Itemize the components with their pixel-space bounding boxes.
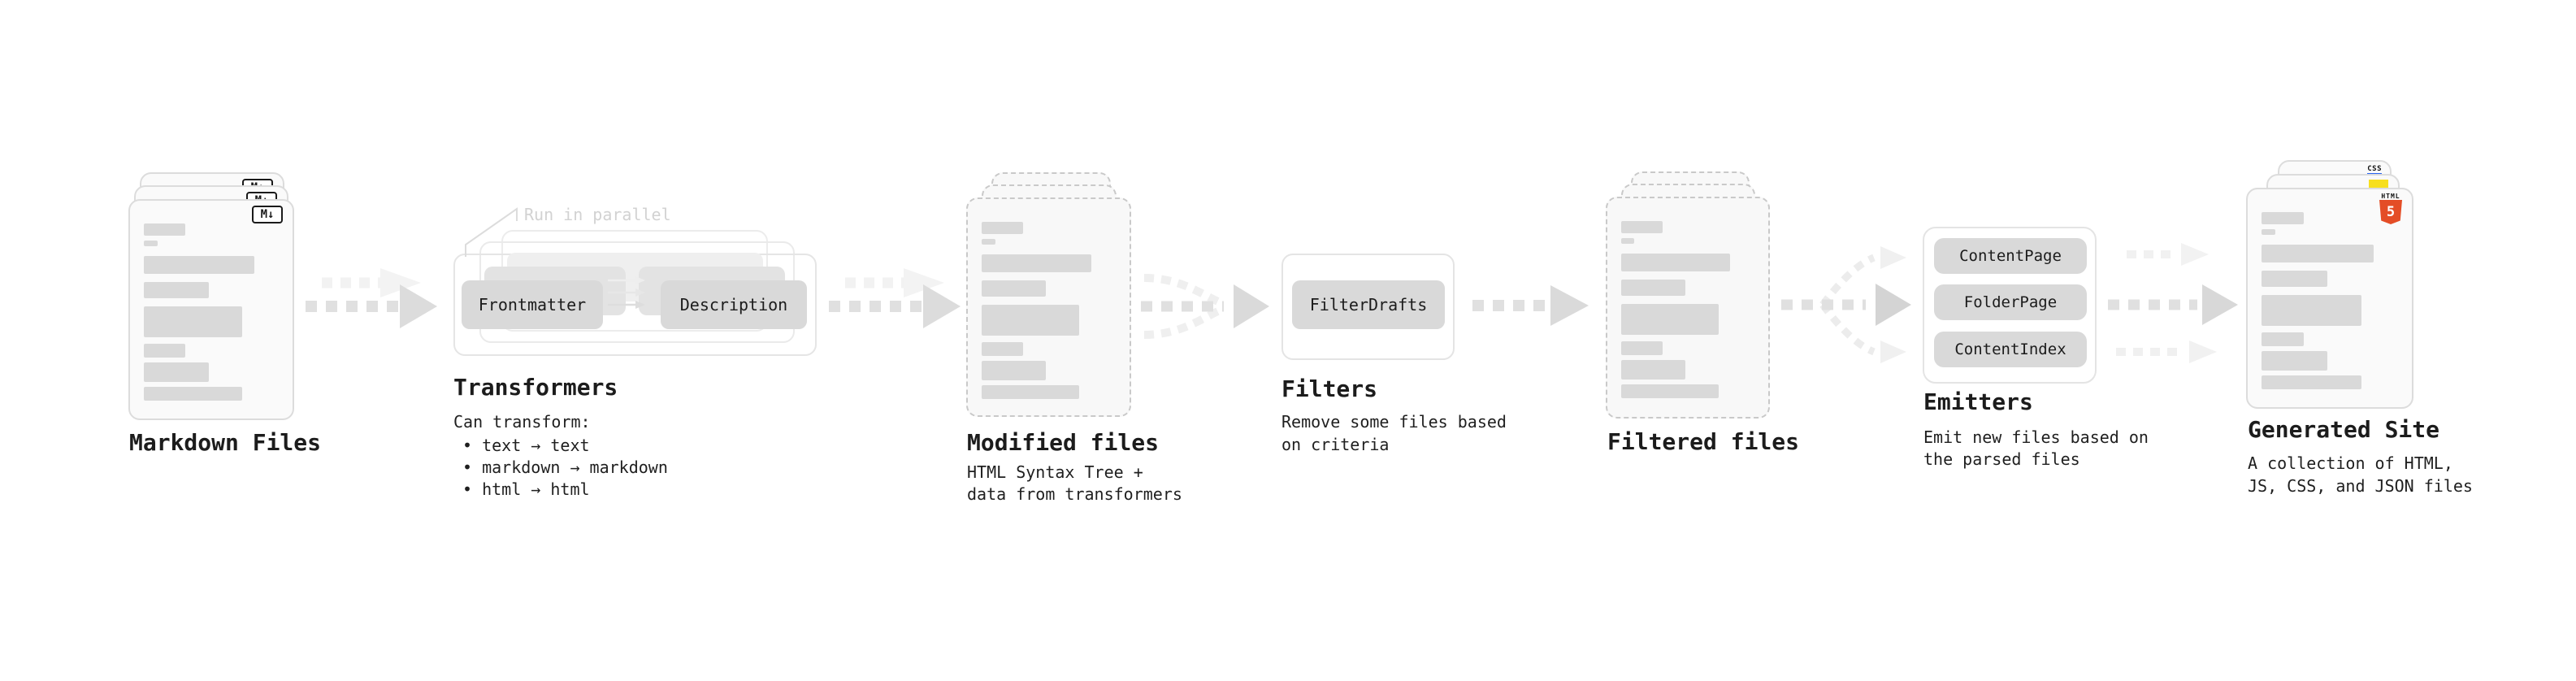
doc-placeholder-lines (1607, 198, 1768, 398)
stage-desc: HTML Syntax Tree + data from transformer… (967, 462, 1182, 505)
stage-desc-heading: Can transform: (453, 412, 591, 432)
desc-line: JS, CSS, and JSON files (2248, 476, 2473, 496)
placeholder-bar (982, 305, 1080, 336)
html5-number: 5 (2386, 204, 2396, 220)
doc-card: M↓ (128, 199, 294, 420)
placeholder-bar (2262, 332, 2305, 346)
desc-line: the parsed files (1923, 449, 2080, 469)
arrow-transformers-to-modified (829, 268, 961, 328)
placeholder-bar (144, 256, 255, 274)
arrow-markdown-to-transformers (306, 268, 437, 328)
node-description: Description (661, 280, 807, 329)
stage-title: Modified files (967, 429, 1160, 456)
arrow-filters-to-filtered (1472, 285, 1589, 326)
desc-line: on criteria (1281, 435, 1390, 454)
doc-card (1606, 197, 1770, 419)
placeholder-bar (982, 254, 1092, 272)
placeholder-bar (2262, 351, 2327, 371)
run-in-parallel-note: Run in parallel (524, 205, 671, 224)
placeholder-bar (144, 362, 209, 382)
js-icon (2369, 180, 2388, 189)
placeholder-bar (982, 361, 1047, 380)
arrow-modified-to-filters (1141, 274, 1269, 339)
arrow-filtered-to-emitters (1781, 246, 1911, 363)
placeholder-bar (1621, 360, 1685, 380)
placeholder-bar (144, 241, 158, 246)
stage-desc: A collection of HTML, JS, CSS, and JSON … (2248, 452, 2473, 497)
doc-placeholder-lines (130, 201, 293, 401)
stage-title: Markdown Files (129, 429, 322, 456)
placeholder-bar (1621, 254, 1731, 271)
stage-desc-bullets: • text → text • markdown → markdown • ht… (462, 435, 668, 501)
placeholder-bar (982, 385, 1080, 399)
placeholder-bar (2262, 245, 2374, 262)
bullet-line: • html → html (462, 479, 590, 499)
placeholder-bar (144, 223, 186, 236)
placeholder-bar (2262, 229, 2275, 235)
node-filterdrafts: FilterDrafts (1292, 280, 1445, 329)
bullet-line: • markdown → markdown (462, 458, 668, 477)
placeholder-bar (144, 387, 243, 401)
desc-line: Remove some files based (1281, 412, 1507, 432)
placeholder-bar (2262, 271, 2327, 287)
placeholder-bar (1621, 238, 1635, 244)
doc-placeholder-lines (2248, 189, 2412, 389)
arrow-emitters-to-site (2108, 243, 2238, 363)
placeholder-bar (1621, 384, 1719, 398)
html5-icon: HTML 5 (2379, 193, 2402, 224)
doc-card: HTML 5 (2246, 188, 2413, 409)
placeholder-bar (1621, 221, 1663, 233)
placeholder-bar (144, 282, 209, 298)
node-frontmatter: Frontmatter (462, 280, 603, 329)
doc-card (966, 197, 1131, 417)
desc-line: HTML Syntax Tree + (967, 462, 1143, 482)
placeholder-bar (982, 239, 995, 245)
doc-placeholder-lines (968, 199, 1130, 399)
note-leader-line (465, 207, 518, 257)
stage-desc: Remove some files based on criteria (1281, 410, 1507, 456)
placeholder-bar (2262, 212, 2305, 224)
placeholder-bar (144, 306, 243, 337)
desc-line: data from transformers (967, 484, 1182, 504)
placeholder-bar (2262, 295, 2361, 326)
stage-title: Filters (1281, 375, 1378, 402)
node-contentpage: ContentPage (1934, 238, 2087, 274)
placeholder-bar (1621, 280, 1685, 296)
desc-line: Emit new files based on (1923, 427, 2149, 447)
stage-title: Filtered files (1607, 428, 1800, 455)
placeholder-bar (1621, 304, 1719, 335)
markdown-icon: M↓ (252, 206, 283, 223)
placeholder-bar (982, 222, 1024, 234)
node-folderpage: FolderPage (1934, 284, 2087, 320)
placeholder-bar (144, 344, 186, 358)
transform-mini-arrows (608, 276, 645, 309)
bullet-line: • text → text (462, 436, 590, 455)
stage-title: Generated Site (2248, 416, 2440, 443)
stage-desc: Emit new files based on the parsed files (1923, 427, 2149, 471)
placeholder-bar (982, 342, 1024, 356)
stage-title: Emitters (1923, 388, 2033, 415)
html5-wordmark: HTML (2381, 193, 2400, 200)
stage-title: Transformers (453, 374, 618, 401)
placeholder-bar (982, 280, 1047, 297)
placeholder-bar (2262, 375, 2361, 389)
desc-line: A collection of HTML, (2248, 453, 2453, 473)
node-contentindex: ContentIndex (1934, 332, 2087, 367)
placeholder-bar (1621, 341, 1663, 355)
